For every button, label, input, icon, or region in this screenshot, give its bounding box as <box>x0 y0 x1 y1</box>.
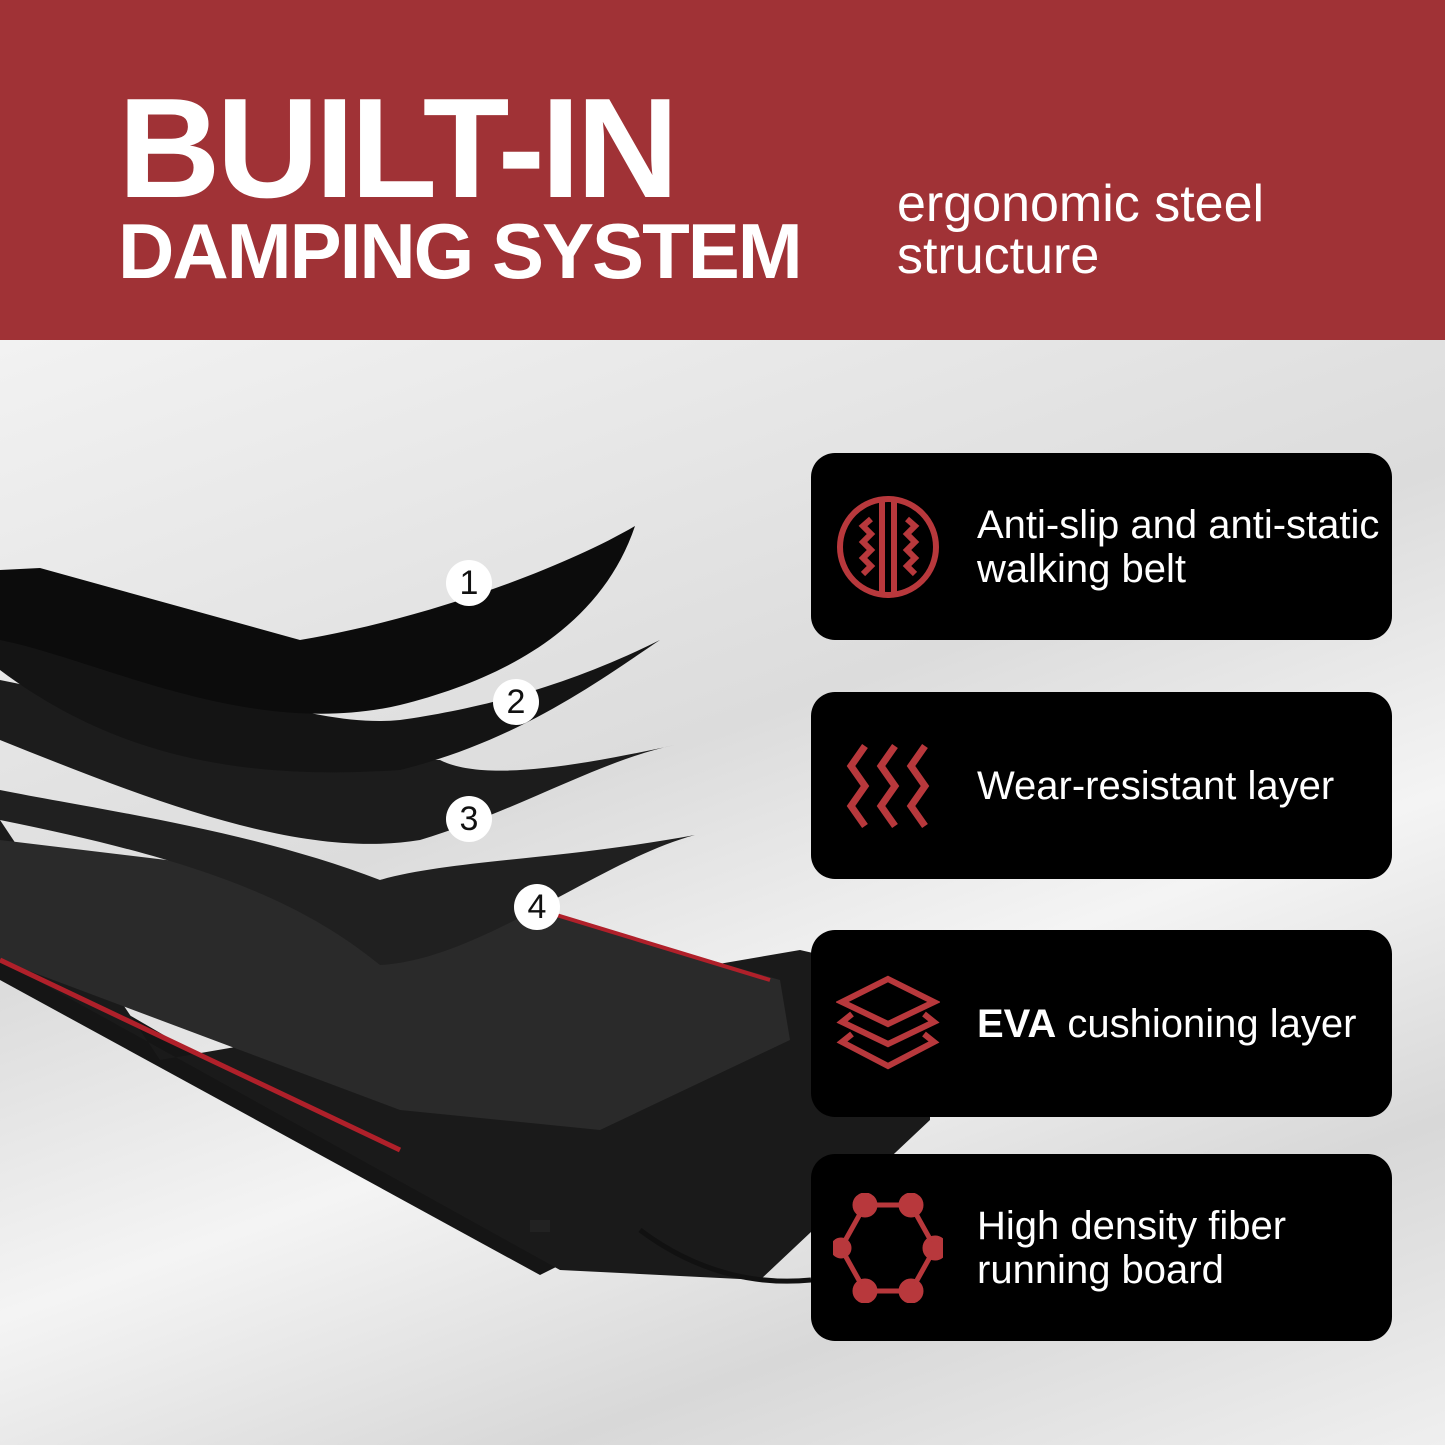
layer-number-4: 4 <box>514 884 560 930</box>
feature-text-rest: cushioning layer <box>1056 1001 1357 1046</box>
layer-number-3: 3 <box>446 796 492 842</box>
layer-number-2: 2 <box>493 679 539 725</box>
subtitle: ergonomic steel structure <box>897 175 1265 285</box>
title-line-2: DAMPING SYSTEM <box>118 207 803 295</box>
feature-text: EVA cushioning layer <box>977 1002 1356 1046</box>
layers-icon <box>833 974 943 1074</box>
title-line-1: BUILT-IN <box>118 69 679 228</box>
layer-4 <box>0 790 695 965</box>
treadmill-exploded-illustration <box>0 526 930 1284</box>
feature-text: Anti-slip and anti-static walking belt <box>977 502 1380 591</box>
feature-bold-text: EVA <box>977 1001 1057 1046</box>
running-board <box>0 840 790 1130</box>
hexagon-network-icon <box>833 1192 943 1303</box>
power-cord <box>638 1227 812 1284</box>
feature-card-walking-belt: Anti-slip and anti-static walking belt <box>811 453 1392 640</box>
feature-card-wear-resistant: Wear-resistant layer <box>811 692 1392 879</box>
layer-1 <box>0 526 635 714</box>
layer-number-1: 1 <box>446 560 492 606</box>
feature-text: Wear-resistant layer <box>977 763 1335 808</box>
feature-card-eva: EVA cushioning layer <box>811 930 1392 1117</box>
layer-2 <box>0 620 660 773</box>
wear-resistant-waves-icon <box>833 741 943 831</box>
header-banner: BUILT-IN DAMPING SYSTEM ergonomic steel … <box>0 0 1445 340</box>
anti-slip-belt-icon <box>833 494 943 600</box>
feature-text: High density fiber running board <box>977 1203 1287 1292</box>
feature-card-fiber-board: High density fiber running board <box>811 1154 1392 1341</box>
